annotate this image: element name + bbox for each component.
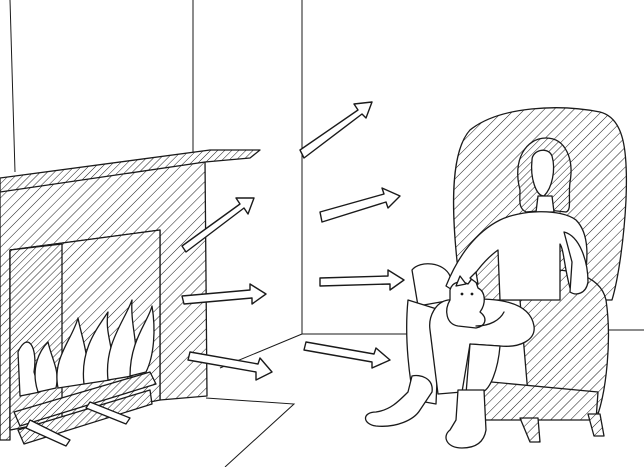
heat-arrow	[300, 102, 372, 158]
chair-leg	[520, 418, 540, 442]
heat-arrow	[304, 342, 390, 368]
heat-arrows	[182, 102, 404, 380]
heat-arrow	[320, 188, 400, 222]
sock-right	[446, 390, 486, 448]
chimney-edge	[10, 0, 15, 172]
sock-left	[366, 376, 433, 427]
cat-eye	[461, 293, 464, 296]
hearth-rug	[206, 398, 294, 467]
heat-arrow	[320, 270, 404, 290]
neck	[536, 196, 554, 212]
chair-leg	[588, 414, 604, 436]
cat-eye	[471, 293, 474, 296]
